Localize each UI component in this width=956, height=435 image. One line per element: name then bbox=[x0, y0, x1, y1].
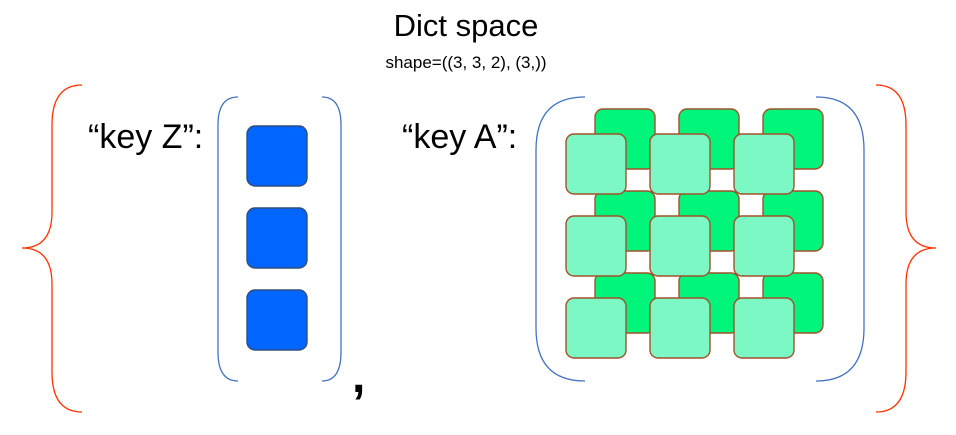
key-z-boxes bbox=[246, 125, 308, 351]
green-square-icon bbox=[649, 297, 711, 359]
blue-square-icon bbox=[246, 207, 308, 269]
key-z-right-paren bbox=[321, 96, 342, 382]
blue-square-icon bbox=[246, 289, 308, 351]
key-z-label: “key Z”: bbox=[88, 118, 203, 156]
outer-right-brace bbox=[875, 84, 937, 413]
green-square-icon bbox=[733, 133, 795, 195]
key-z-left-paren bbox=[217, 96, 239, 382]
diagram-title: Dict space bbox=[394, 8, 539, 43]
green-square-icon bbox=[649, 215, 711, 277]
diagram-subtitle: shape=((3, 3, 2), (3,)) bbox=[385, 53, 546, 72]
key-a-boxes bbox=[565, 108, 824, 359]
key-a-label: “key A”: bbox=[402, 118, 517, 156]
green-square-icon bbox=[565, 297, 627, 359]
green-square-icon bbox=[733, 297, 795, 359]
outer-left-brace bbox=[21, 84, 83, 413]
blue-square-icon bbox=[246, 125, 308, 187]
key-a-left-paren bbox=[535, 96, 586, 382]
green-square-icon bbox=[565, 133, 627, 195]
green-square-icon bbox=[649, 133, 711, 195]
green-square-icon bbox=[733, 215, 795, 277]
green-square-icon bbox=[565, 215, 627, 277]
entry-separator: , bbox=[352, 350, 365, 403]
key-a-right-paren bbox=[815, 96, 865, 382]
